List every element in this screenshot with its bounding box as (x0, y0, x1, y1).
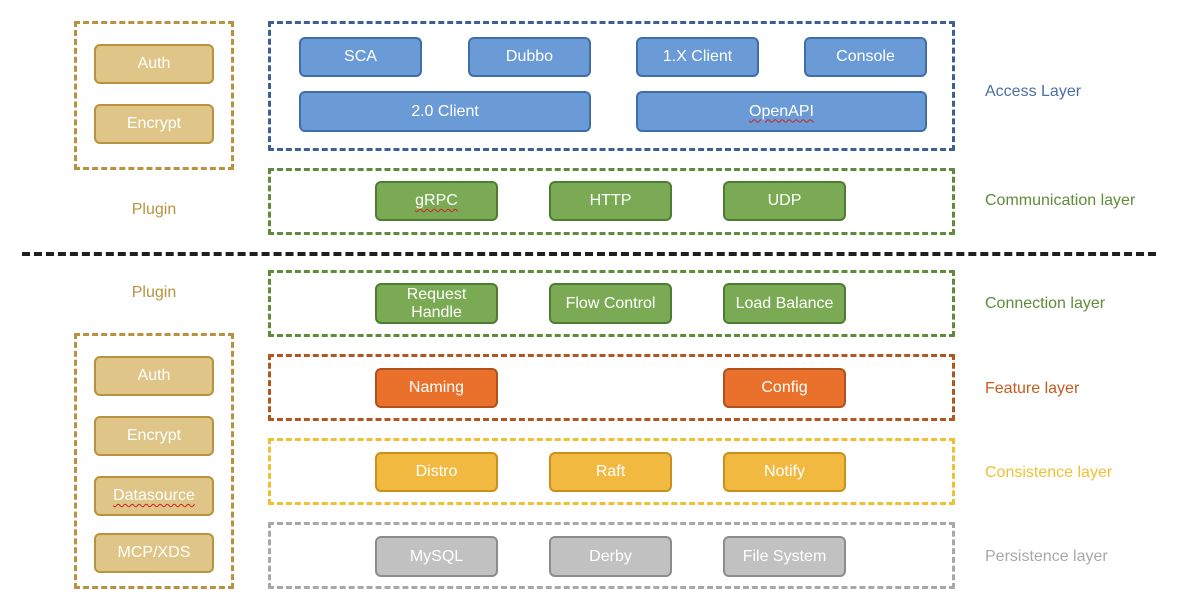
persistence-derby-box: Derby (549, 536, 672, 577)
persistence-mysql-box: MySQL (375, 536, 498, 577)
access-console-box: Console (804, 37, 927, 77)
connection-layer-label: Connection layer (985, 295, 1106, 312)
access-openapi-box: OpenAPI (636, 91, 927, 132)
bottom-plugin-datasource: Datasource (94, 476, 214, 516)
bottom-plugin-label: Plugin (131, 284, 177, 301)
consistence-layer-frame (268, 438, 955, 505)
access-1x-client-box: 1.X Client (636, 37, 759, 77)
persistence-layer-frame (268, 522, 955, 589)
communication-http-box: HTTP (549, 181, 672, 221)
persistence-layer-label: Persistence layer (985, 548, 1108, 565)
communication-grpc-box: gRPC (375, 181, 498, 221)
consistence-distro-box: Distro (375, 452, 498, 492)
access-layer-frame (268, 21, 955, 151)
consistence-raft-box: Raft (549, 452, 672, 492)
access-dubbo-box: Dubbo (468, 37, 591, 77)
top-plugin-encrypt: Encrypt (94, 104, 214, 144)
access-openapi-text: OpenAPI (749, 102, 814, 120)
access-sca-box: SCA (299, 37, 422, 77)
feature-layer-label: Feature layer (985, 380, 1080, 397)
consistence-notify-box: Notify (723, 452, 846, 492)
connection-request-handle-box: Request Handle (375, 283, 498, 324)
bottom-plugin-mcp-xds: MCP/XDS (94, 533, 214, 573)
top-plugin-label: Plugin (131, 201, 177, 218)
connection-flow-control-box: Flow Control (549, 283, 672, 324)
feature-config-box: Config (723, 368, 846, 408)
bottom-plugin-auth: Auth (94, 356, 214, 396)
communication-layer-frame (268, 168, 955, 235)
access-layer-label: Access Layer (985, 83, 1082, 100)
access-2-0-client-box: 2.0 Client (299, 91, 591, 132)
consistence-layer-label: Consistence layer (985, 464, 1113, 481)
top-plugin-frame (74, 21, 234, 170)
communication-grpc-text: gRPC (415, 192, 458, 209)
communication-layer-label: Communication layer (985, 192, 1136, 209)
persistence-file-system-box: File System (723, 536, 846, 577)
bottom-plugin-encrypt: Encrypt (94, 416, 214, 456)
feature-layer-frame (268, 354, 955, 421)
top-plugin-auth: Auth (94, 44, 214, 84)
divider-line (22, 252, 1156, 256)
connection-layer-frame (268, 270, 955, 337)
bottom-plugin-frame (74, 333, 234, 589)
feature-naming-box: Naming (375, 368, 498, 408)
communication-udp-box: UDP (723, 181, 846, 221)
connection-load-balance-box: Load Balance (723, 283, 846, 324)
bottom-plugin-datasource-text: Datasource (113, 487, 195, 504)
